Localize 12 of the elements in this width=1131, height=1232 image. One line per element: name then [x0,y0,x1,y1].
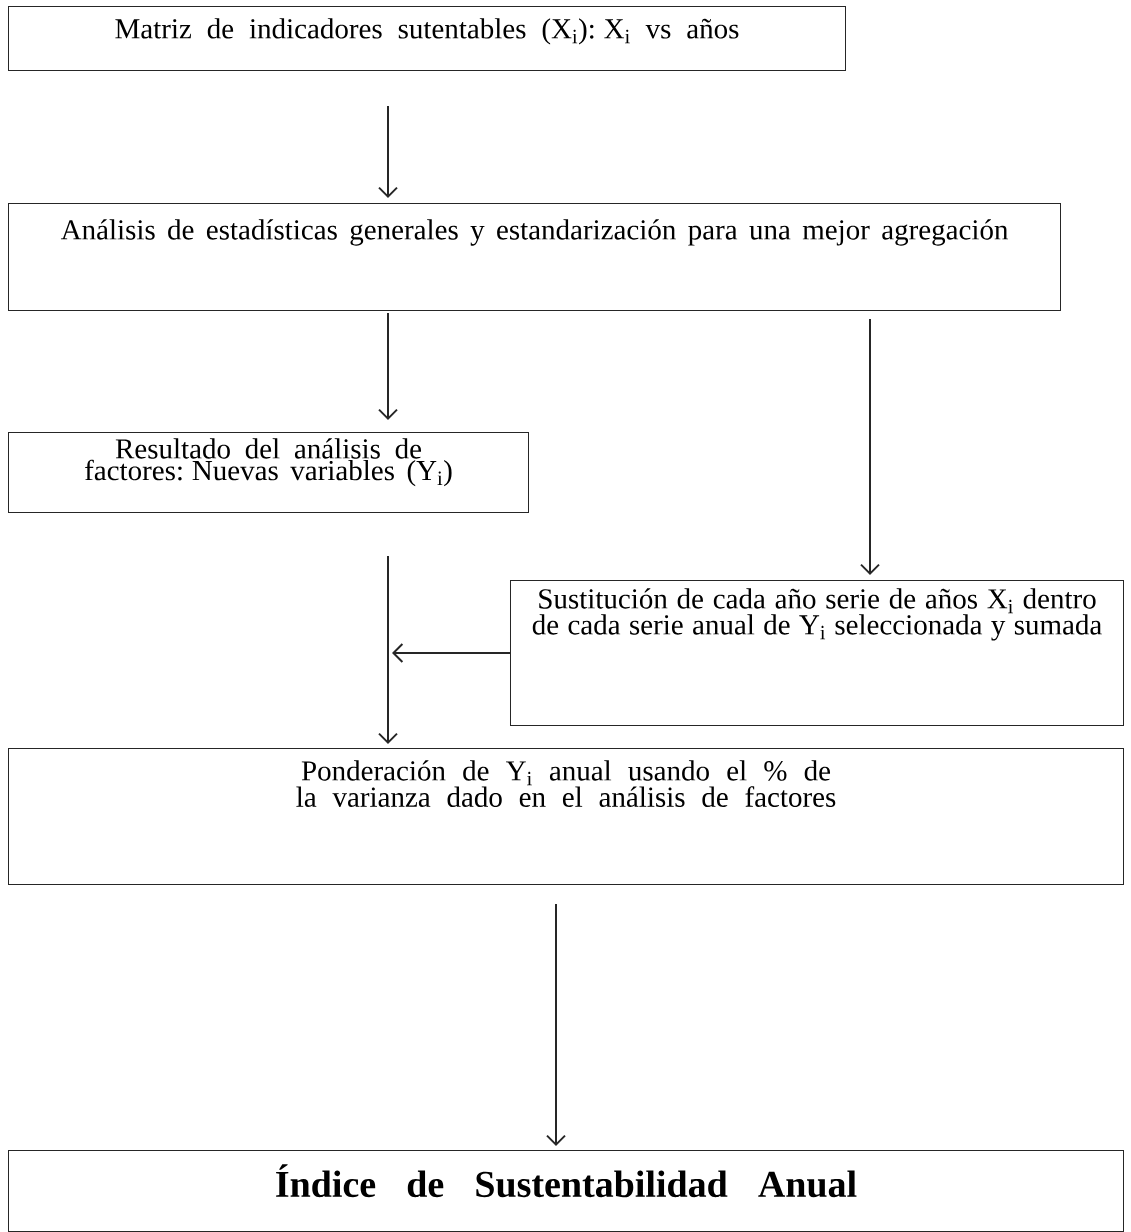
arrow [860,318,880,575]
process-box: Análisis de estadísticas generales y estandarización para una mejor agregación [8,203,1061,311]
arrow [378,555,398,744]
process-box: Ponderación de Y$_{i}$ anual usando el % de la varianza dado en el análisis de factores [8,748,1124,885]
arrow [546,903,566,1146]
process-box: Resultado del análisis de factores: Nuevas variables (Y$_{i}$) [8,432,529,513]
arrow [378,105,398,198]
arrow [378,312,398,420]
process-box: Sustitución de cada año serie de años X$_{i}$ dentro de cada serie anual de Y$_{i}$ seleccionada y sumada [510,580,1124,726]
process-box: Matriz de indicadores sutentables (X$_{i}$): X$_{i}$ vs años [8,6,846,71]
arrow [392,643,511,663]
process-box: Índice de Sustentabilidad Anual [8,1150,1124,1232]
